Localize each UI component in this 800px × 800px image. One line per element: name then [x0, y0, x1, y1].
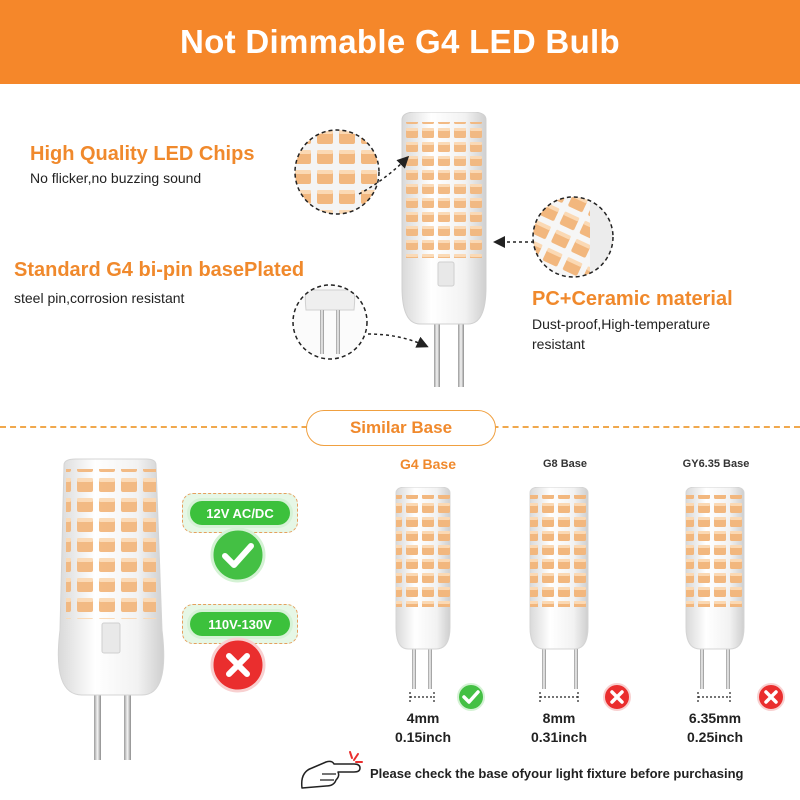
g4-check-icon [457, 683, 485, 711]
g4-dimension: 4mm 0.15inch [378, 709, 468, 747]
gy635-cross-icon [757, 683, 785, 711]
voltage-tag-12v: 12V AC/DC [190, 501, 290, 525]
base-label-g4: G4 Base [399, 456, 457, 472]
pointing-hand-icon [300, 751, 363, 789]
feature-desc-material: Dust-proof,High-temperature resistant [532, 314, 710, 354]
feature-desc-pin-base: steel pin,corrosion resistant [14, 290, 185, 306]
bulb-g8-image [529, 487, 589, 702]
g4-dimension-mm: 4mm [406, 710, 440, 726]
feature-desc-led-chips: No flicker,no buzzing sound [30, 170, 202, 186]
g4-dimension-inch: 0.15inch [394, 729, 452, 745]
base-label-gy635: GY6.35 Base [682, 458, 750, 470]
zoom-pin-base-circle [292, 284, 368, 360]
base-label-g8: G8 Base [542, 458, 588, 470]
gy635-dimension-mm: 6.35mm [688, 710, 742, 726]
page-title: Not Dimmable G4 LED Bulb [180, 23, 620, 60]
arrow-led-chips [358, 155, 410, 195]
arrow-material [493, 236, 534, 248]
g8-dimension-inch: 0.31inch [530, 729, 588, 745]
feature-desc-material-line2: resistant [532, 336, 585, 352]
cross-icon [210, 637, 266, 693]
feature-title-material: PC+Ceramic material [532, 288, 733, 310]
g8-dimension: 8mm 0.31inch [514, 709, 604, 747]
bulb-gy635-image [685, 487, 745, 702]
feature-title-pin-base: Standard G4 bi-pin basePlated [14, 259, 305, 281]
g8-dimension-mm: 8mm [542, 710, 576, 726]
voltage-tag-110v: 110V-130V [190, 612, 290, 636]
bulb-g4-image [395, 487, 451, 702]
gy635-dimension-inch: 0.25inch [686, 729, 744, 745]
feature-title-led-chips: High Quality LED Chips [30, 143, 255, 165]
g8-cross-icon [603, 683, 631, 711]
zoom-material-circle [532, 196, 614, 278]
footer-note: Please check the base ofyour light fixtu… [370, 766, 744, 781]
check-icon [210, 527, 266, 583]
bulb-pin-left [434, 302, 440, 387]
main-bulb-image [401, 112, 487, 387]
bulb-pin-right [458, 302, 464, 387]
header-banner: Not Dimmable G4 LED Bulb [0, 0, 800, 84]
voltage-bulb-image [57, 458, 165, 760]
similar-base-title: Similar Base [306, 410, 496, 446]
zoom-led-chips-circle [294, 129, 380, 215]
feature-desc-material-line1: Dust-proof,High-temperature [532, 316, 711, 332]
gy635-dimension: 6.35mm 0.25inch [670, 709, 760, 747]
arrow-pin-base [367, 333, 429, 348]
